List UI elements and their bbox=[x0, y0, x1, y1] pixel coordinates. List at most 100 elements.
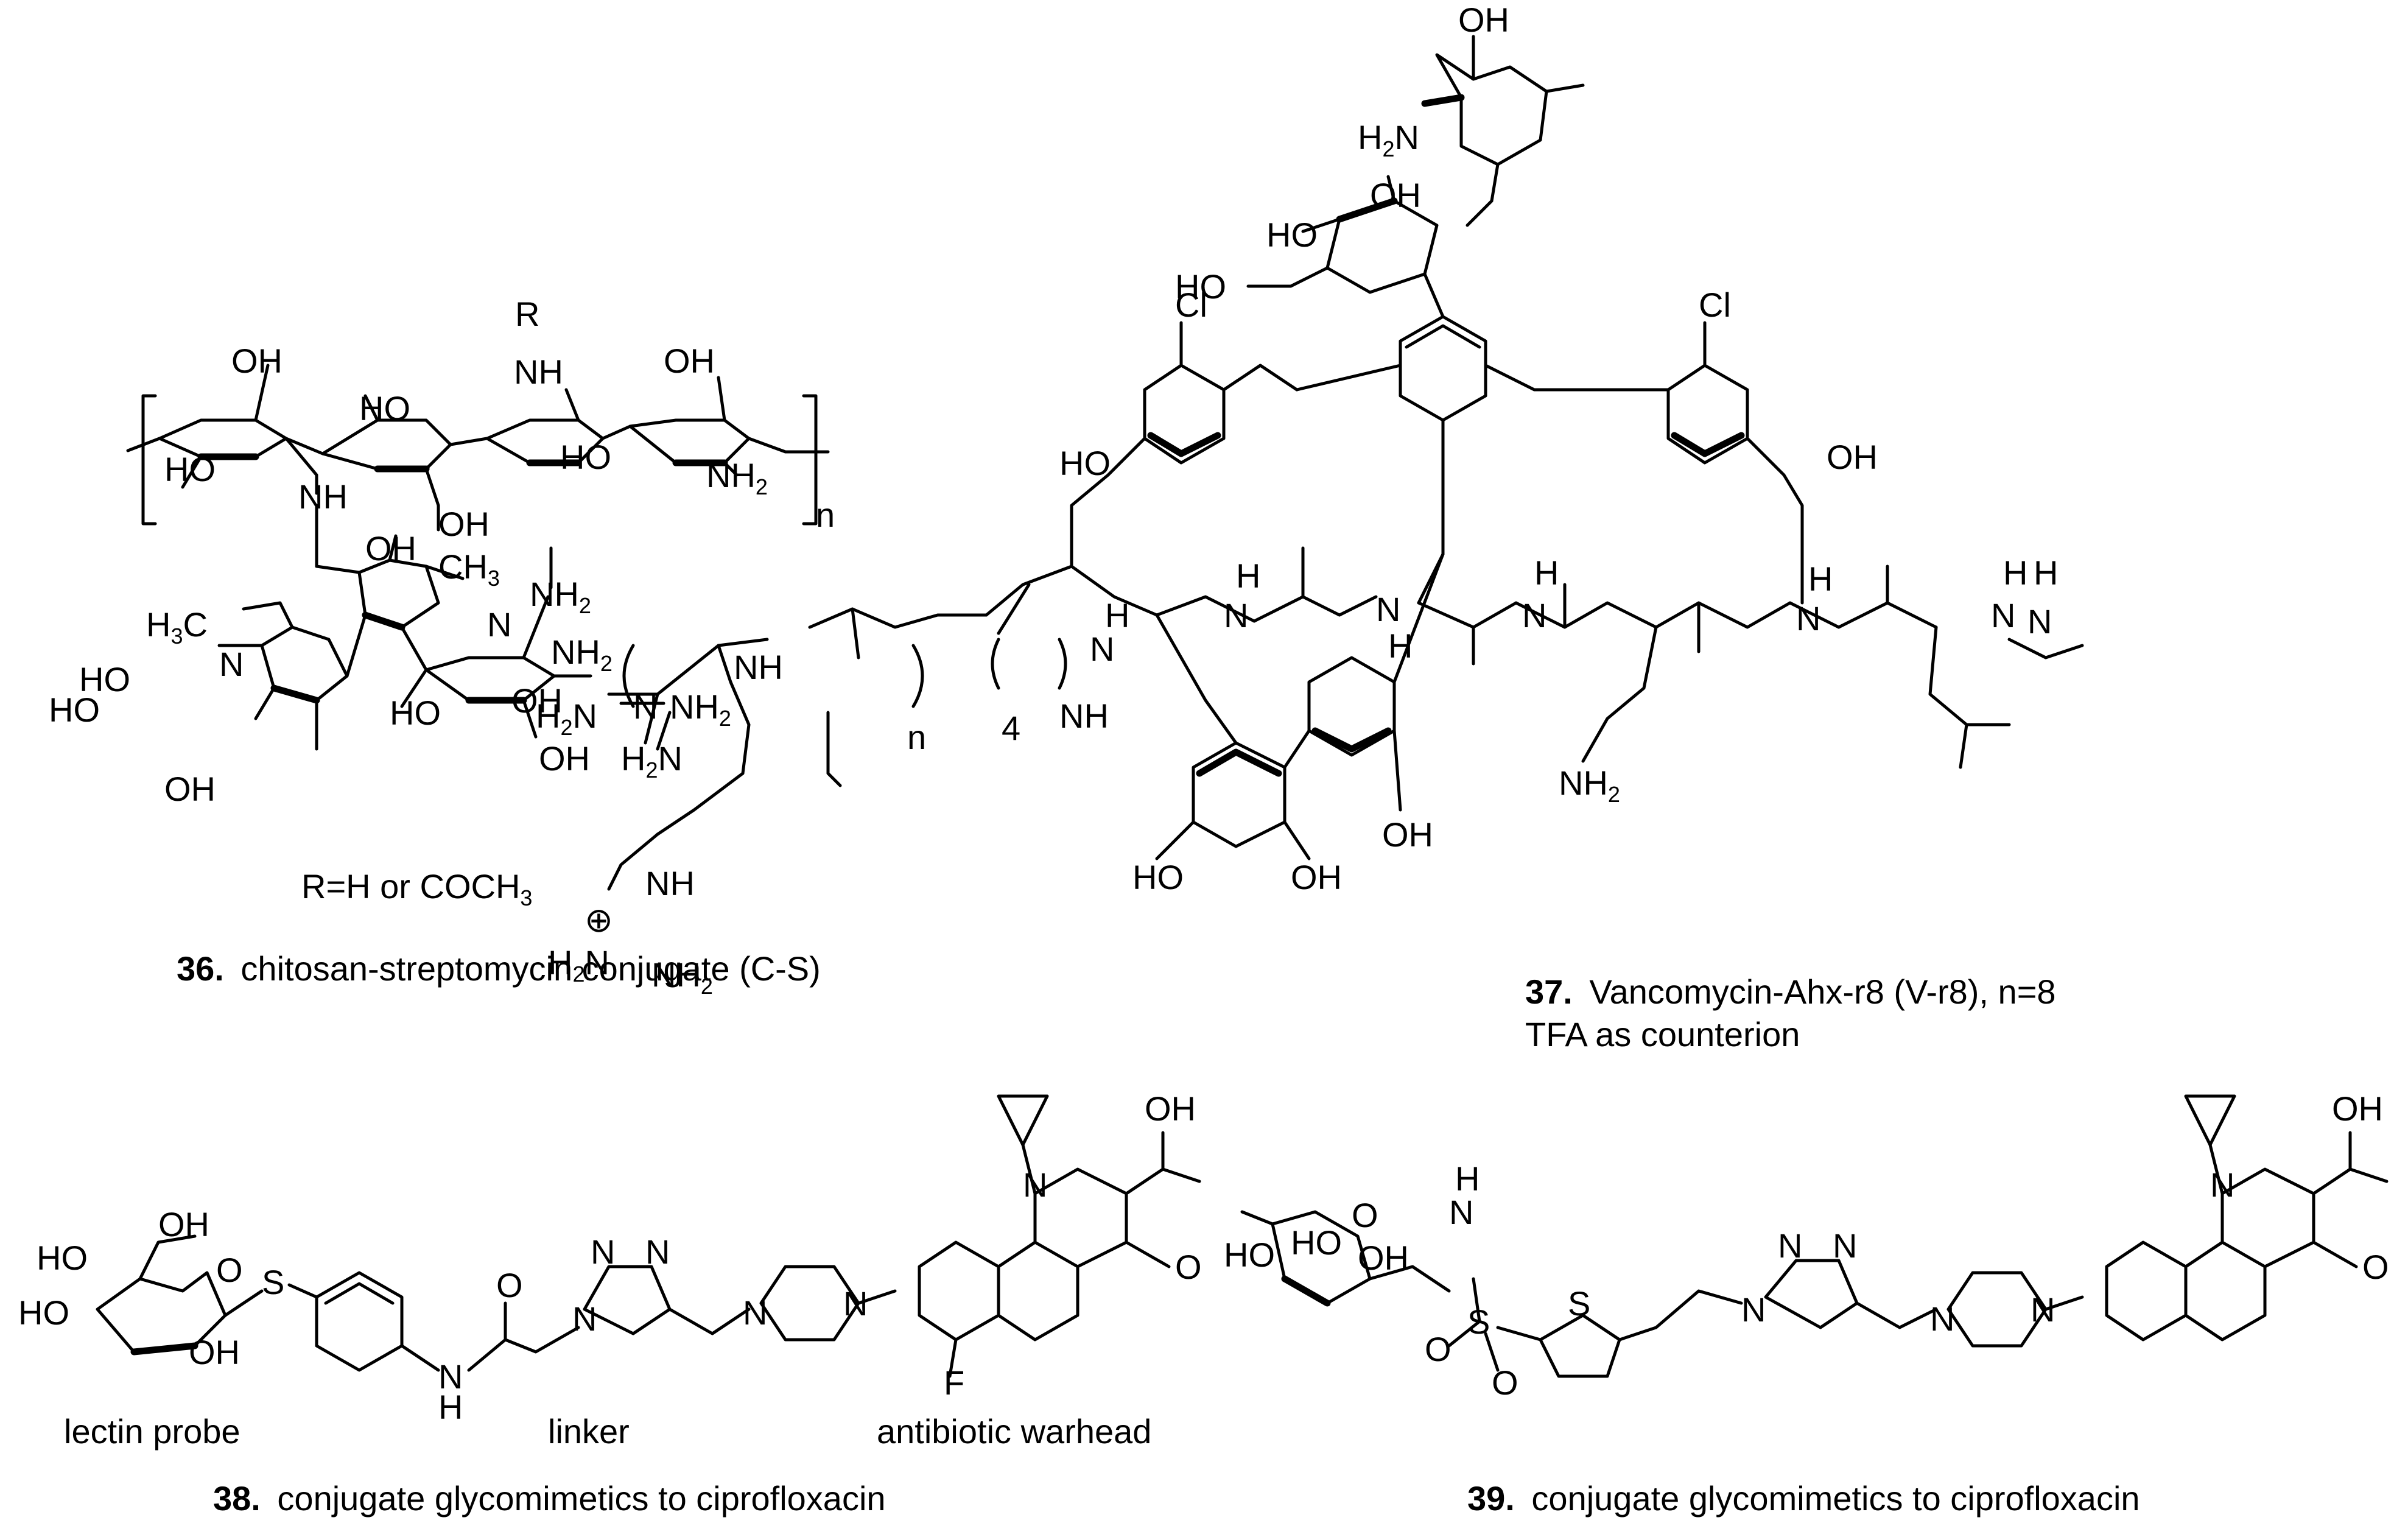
svg-text:S: S bbox=[1467, 1303, 1490, 1341]
svg-text:N: N bbox=[2210, 1166, 2234, 1204]
svg-text:OH: OH bbox=[438, 505, 490, 543]
svg-text:O: O bbox=[1492, 1363, 1518, 1402]
svg-text:N: N bbox=[1778, 1226, 1802, 1265]
svg-text:N: N bbox=[645, 1233, 670, 1271]
svg-text:H2N: H2N bbox=[536, 697, 597, 740]
compound-38-structure bbox=[96, 1094, 1201, 1378]
svg-text:H3C: H3C bbox=[146, 605, 208, 649]
svg-text:H2N: H2N bbox=[621, 739, 683, 783]
svg-text:OH: OH bbox=[164, 770, 216, 808]
svg-text:H: H bbox=[2034, 554, 2058, 592]
compound-36-atom-labels: OH R NH OH HO HO NH NH2 HO OH n OH CH3 H… bbox=[49, 295, 835, 808]
compound-39-title: 39. conjugate glycomimetics to ciproflox… bbox=[1467, 1479, 2140, 1518]
svg-text:NH2: NH2 bbox=[651, 955, 713, 999]
svg-text:N: N bbox=[1930, 1300, 1954, 1338]
svg-text:F: F bbox=[944, 1363, 964, 1402]
svg-text:OH: OH bbox=[158, 1205, 209, 1243]
svg-text:HO: HO bbox=[359, 389, 410, 427]
svg-text:HO: HO bbox=[560, 438, 611, 476]
svg-text:N: N bbox=[1449, 1193, 1473, 1231]
svg-text:NH2: NH2 bbox=[706, 456, 768, 499]
region-label-linker: linker bbox=[548, 1412, 630, 1451]
svg-text:O: O bbox=[216, 1251, 243, 1289]
svg-text:OH: OH bbox=[1358, 1239, 1409, 1277]
svg-text:n: n bbox=[816, 496, 835, 534]
svg-text:N: N bbox=[1090, 630, 1114, 668]
svg-text:NH: NH bbox=[734, 648, 783, 686]
svg-text:OH: OH bbox=[1370, 176, 1421, 214]
svg-text:H: H bbox=[1534, 554, 1559, 592]
svg-text:HO: HO bbox=[1291, 1223, 1342, 1262]
svg-text:H: H bbox=[1388, 627, 1413, 665]
svg-text:N: N bbox=[219, 645, 244, 683]
svg-text:HO: HO bbox=[1224, 1236, 1275, 1274]
svg-text:H: H bbox=[1808, 560, 1833, 598]
svg-text:NH2: NH2 bbox=[530, 575, 591, 618]
svg-text:HO: HO bbox=[1175, 267, 1226, 306]
compound-37-title: 37. Vancomycin-Ahx-r8 (V-r8), n=8 bbox=[1525, 973, 2056, 1011]
svg-text:N: N bbox=[1023, 1166, 1047, 1204]
compound-37-atom-labels: OH H2N OH HO HO Cl Cl HO OH H N H N N H … bbox=[536, 1, 2058, 999]
svg-text:OH: OH bbox=[1291, 858, 1342, 896]
svg-text:N: N bbox=[2027, 602, 2052, 641]
svg-text:OH: OH bbox=[1827, 438, 1878, 476]
compound-38-caption: lectin probe linker antibiotic warhead 3… bbox=[64, 1412, 1151, 1518]
svg-text:O: O bbox=[1352, 1196, 1378, 1234]
svg-text:H2N: H2N bbox=[548, 943, 609, 987]
compound-39-atom-labels: HO HO OH O H N S S O O N N N N N N OH O bbox=[1224, 1089, 2389, 1402]
svg-text:N: N bbox=[843, 1284, 868, 1323]
svg-text:OH: OH bbox=[539, 739, 590, 778]
svg-text:N: N bbox=[1741, 1290, 1766, 1329]
svg-text:N: N bbox=[1833, 1226, 1857, 1265]
svg-text:N: N bbox=[572, 1300, 597, 1338]
svg-text:⊕: ⊕ bbox=[584, 901, 613, 939]
svg-text:N: N bbox=[1991, 596, 2015, 635]
svg-text:H: H bbox=[438, 1388, 463, 1426]
svg-text:Cl: Cl bbox=[1175, 286, 1207, 324]
compound-37-structure bbox=[607, 35, 2084, 891]
svg-text:H: H bbox=[1455, 1159, 1480, 1198]
svg-text:NH: NH bbox=[298, 477, 348, 516]
svg-text:HO: HO bbox=[390, 694, 441, 732]
region-label-lectin-probe: lectin probe bbox=[64, 1412, 240, 1451]
compound-37-caption: 37. Vancomycin-Ahx-r8 (V-r8), n=8 TFA as… bbox=[1525, 973, 2056, 1053]
svg-text:N: N bbox=[633, 688, 658, 726]
svg-text:OH: OH bbox=[189, 1333, 240, 1371]
svg-text:OH: OH bbox=[1382, 815, 1433, 854]
compound-36-structure bbox=[126, 364, 830, 751]
svg-text:H: H bbox=[2003, 554, 2027, 592]
svg-text:O: O bbox=[496, 1266, 523, 1304]
svg-text:O: O bbox=[1175, 1248, 1202, 1286]
svg-text:N: N bbox=[591, 1233, 615, 1271]
svg-text:N: N bbox=[743, 1293, 767, 1332]
svg-text:NH: NH bbox=[1059, 697, 1109, 735]
svg-text:HO: HO bbox=[37, 1239, 88, 1277]
svg-text:Cl: Cl bbox=[1699, 286, 1731, 324]
svg-text:N: N bbox=[1224, 596, 1248, 635]
svg-text:n: n bbox=[907, 718, 926, 756]
svg-text:NH: NH bbox=[645, 864, 695, 902]
svg-text:N: N bbox=[1376, 590, 1400, 628]
svg-text:NH: NH bbox=[514, 353, 563, 391]
svg-text:O: O bbox=[2362, 1248, 2389, 1286]
svg-text:NH2: NH2 bbox=[1559, 764, 1620, 807]
svg-text:R: R bbox=[515, 295, 539, 333]
svg-text:N: N bbox=[1522, 596, 1546, 635]
svg-text:HO: HO bbox=[49, 691, 100, 729]
compound-36-caption: R=H or COCH3 36. chitosan-streptomycin c… bbox=[177, 867, 821, 988]
svg-text:NH2: NH2 bbox=[551, 633, 613, 676]
svg-text:N: N bbox=[487, 605, 511, 644]
svg-text:OH: OH bbox=[1458, 1, 1509, 39]
svg-text:HO: HO bbox=[164, 450, 216, 488]
svg-text:OH: OH bbox=[511, 681, 563, 720]
svg-text:HO: HO bbox=[79, 660, 130, 698]
svg-text:OH: OH bbox=[365, 529, 416, 568]
svg-text:H: H bbox=[1105, 596, 1129, 635]
compound-38-atom-labels: OH O N F HO OH HO OH S O N H O N N N N N bbox=[18, 1089, 1202, 1426]
svg-text:N: N bbox=[2031, 1290, 2055, 1329]
svg-text:4: 4 bbox=[1002, 709, 1020, 747]
svg-text:N: N bbox=[1796, 599, 1820, 638]
svg-text:HO: HO bbox=[1266, 216, 1318, 254]
svg-text:HO: HO bbox=[1059, 444, 1111, 482]
compound-37-note: TFA as counterion bbox=[1525, 1015, 1800, 1053]
